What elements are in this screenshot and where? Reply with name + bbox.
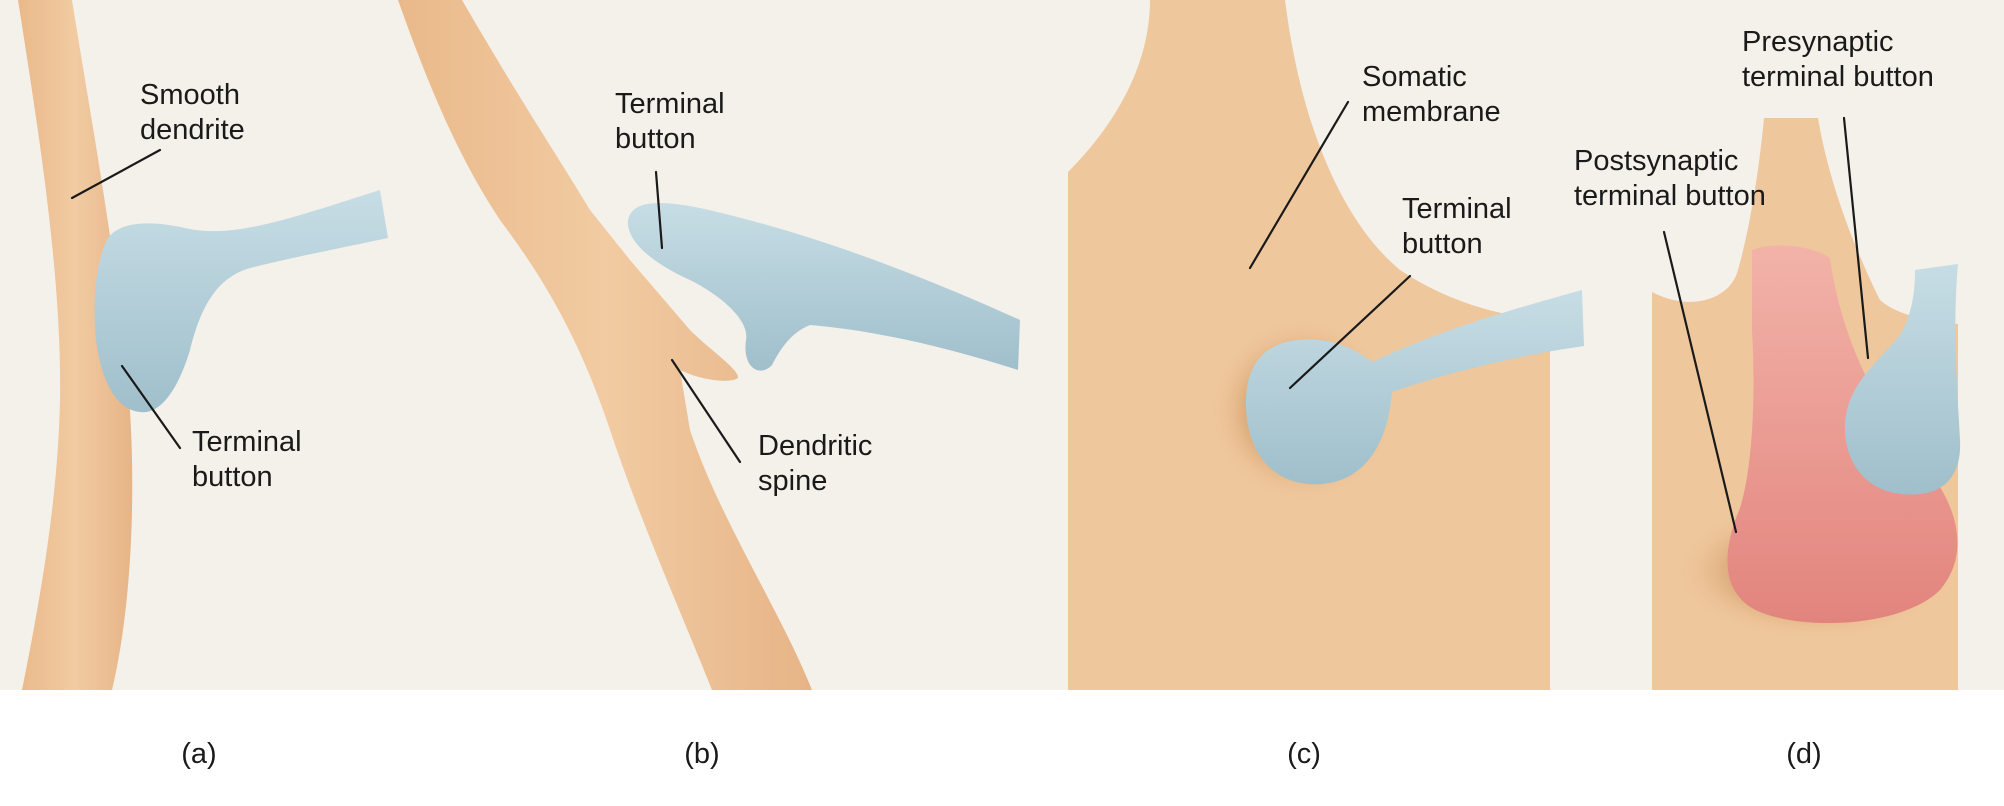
caption-strip [0, 690, 2004, 806]
leader-terminal-button-a [120, 364, 182, 450]
label-terminal-button-a: Terminal button [192, 426, 310, 493]
smooth-dendrite-shape [18, 0, 133, 690]
terminal-button-b-shape [627, 203, 1020, 371]
panel-d: Presynaptic terminal button Postsynaptic… [1574, 26, 1961, 770]
panel-c: Somatic membrane Terminal button (c) [1068, 0, 1584, 770]
presynaptic-terminal-button-shape [1844, 264, 1961, 495]
label-postsynaptic-terminal-button: Postsynaptic terminal button [1574, 145, 1766, 212]
panel-a: Smooth dendrite Terminal button (a) [18, 0, 388, 770]
label-dendritic-spine: Dendritic spine [758, 430, 881, 497]
label-somatic-membrane: Somatic membrane [1362, 61, 1501, 128]
label-terminal-button-b: Terminal button [615, 88, 733, 155]
label-terminal-button-c: Terminal button [1402, 193, 1520, 260]
terminal-button-a-shape [94, 190, 388, 413]
label-smooth-dendrite: Smooth dendrite [140, 79, 248, 146]
leader-terminal-button-c [1288, 274, 1412, 390]
panel-letter-a: (a) [181, 738, 216, 770]
leader-postsynaptic-terminal-button [1662, 230, 1738, 534]
panel-letter-b: (b) [684, 738, 719, 770]
leader-somatic-membrane [1248, 100, 1350, 270]
leader-dendritic-spine [670, 358, 742, 464]
panel-letter-d: (d) [1786, 738, 1821, 770]
postsynaptic-terminal-button-shape [1727, 245, 1958, 624]
spiny-dendrite-shape [398, 0, 812, 690]
label-presynaptic-terminal-button: Presynaptic terminal button [1742, 26, 1934, 93]
panel-letter-c: (c) [1287, 738, 1321, 770]
leader-terminal-button-b [654, 170, 664, 250]
terminal-button-c-shape [1245, 290, 1584, 485]
panel-b: Terminal button Dendritic spine (b) [398, 0, 1020, 770]
leader-presynaptic-terminal-button [1842, 116, 1870, 360]
leader-smooth-dendrite [70, 148, 162, 200]
